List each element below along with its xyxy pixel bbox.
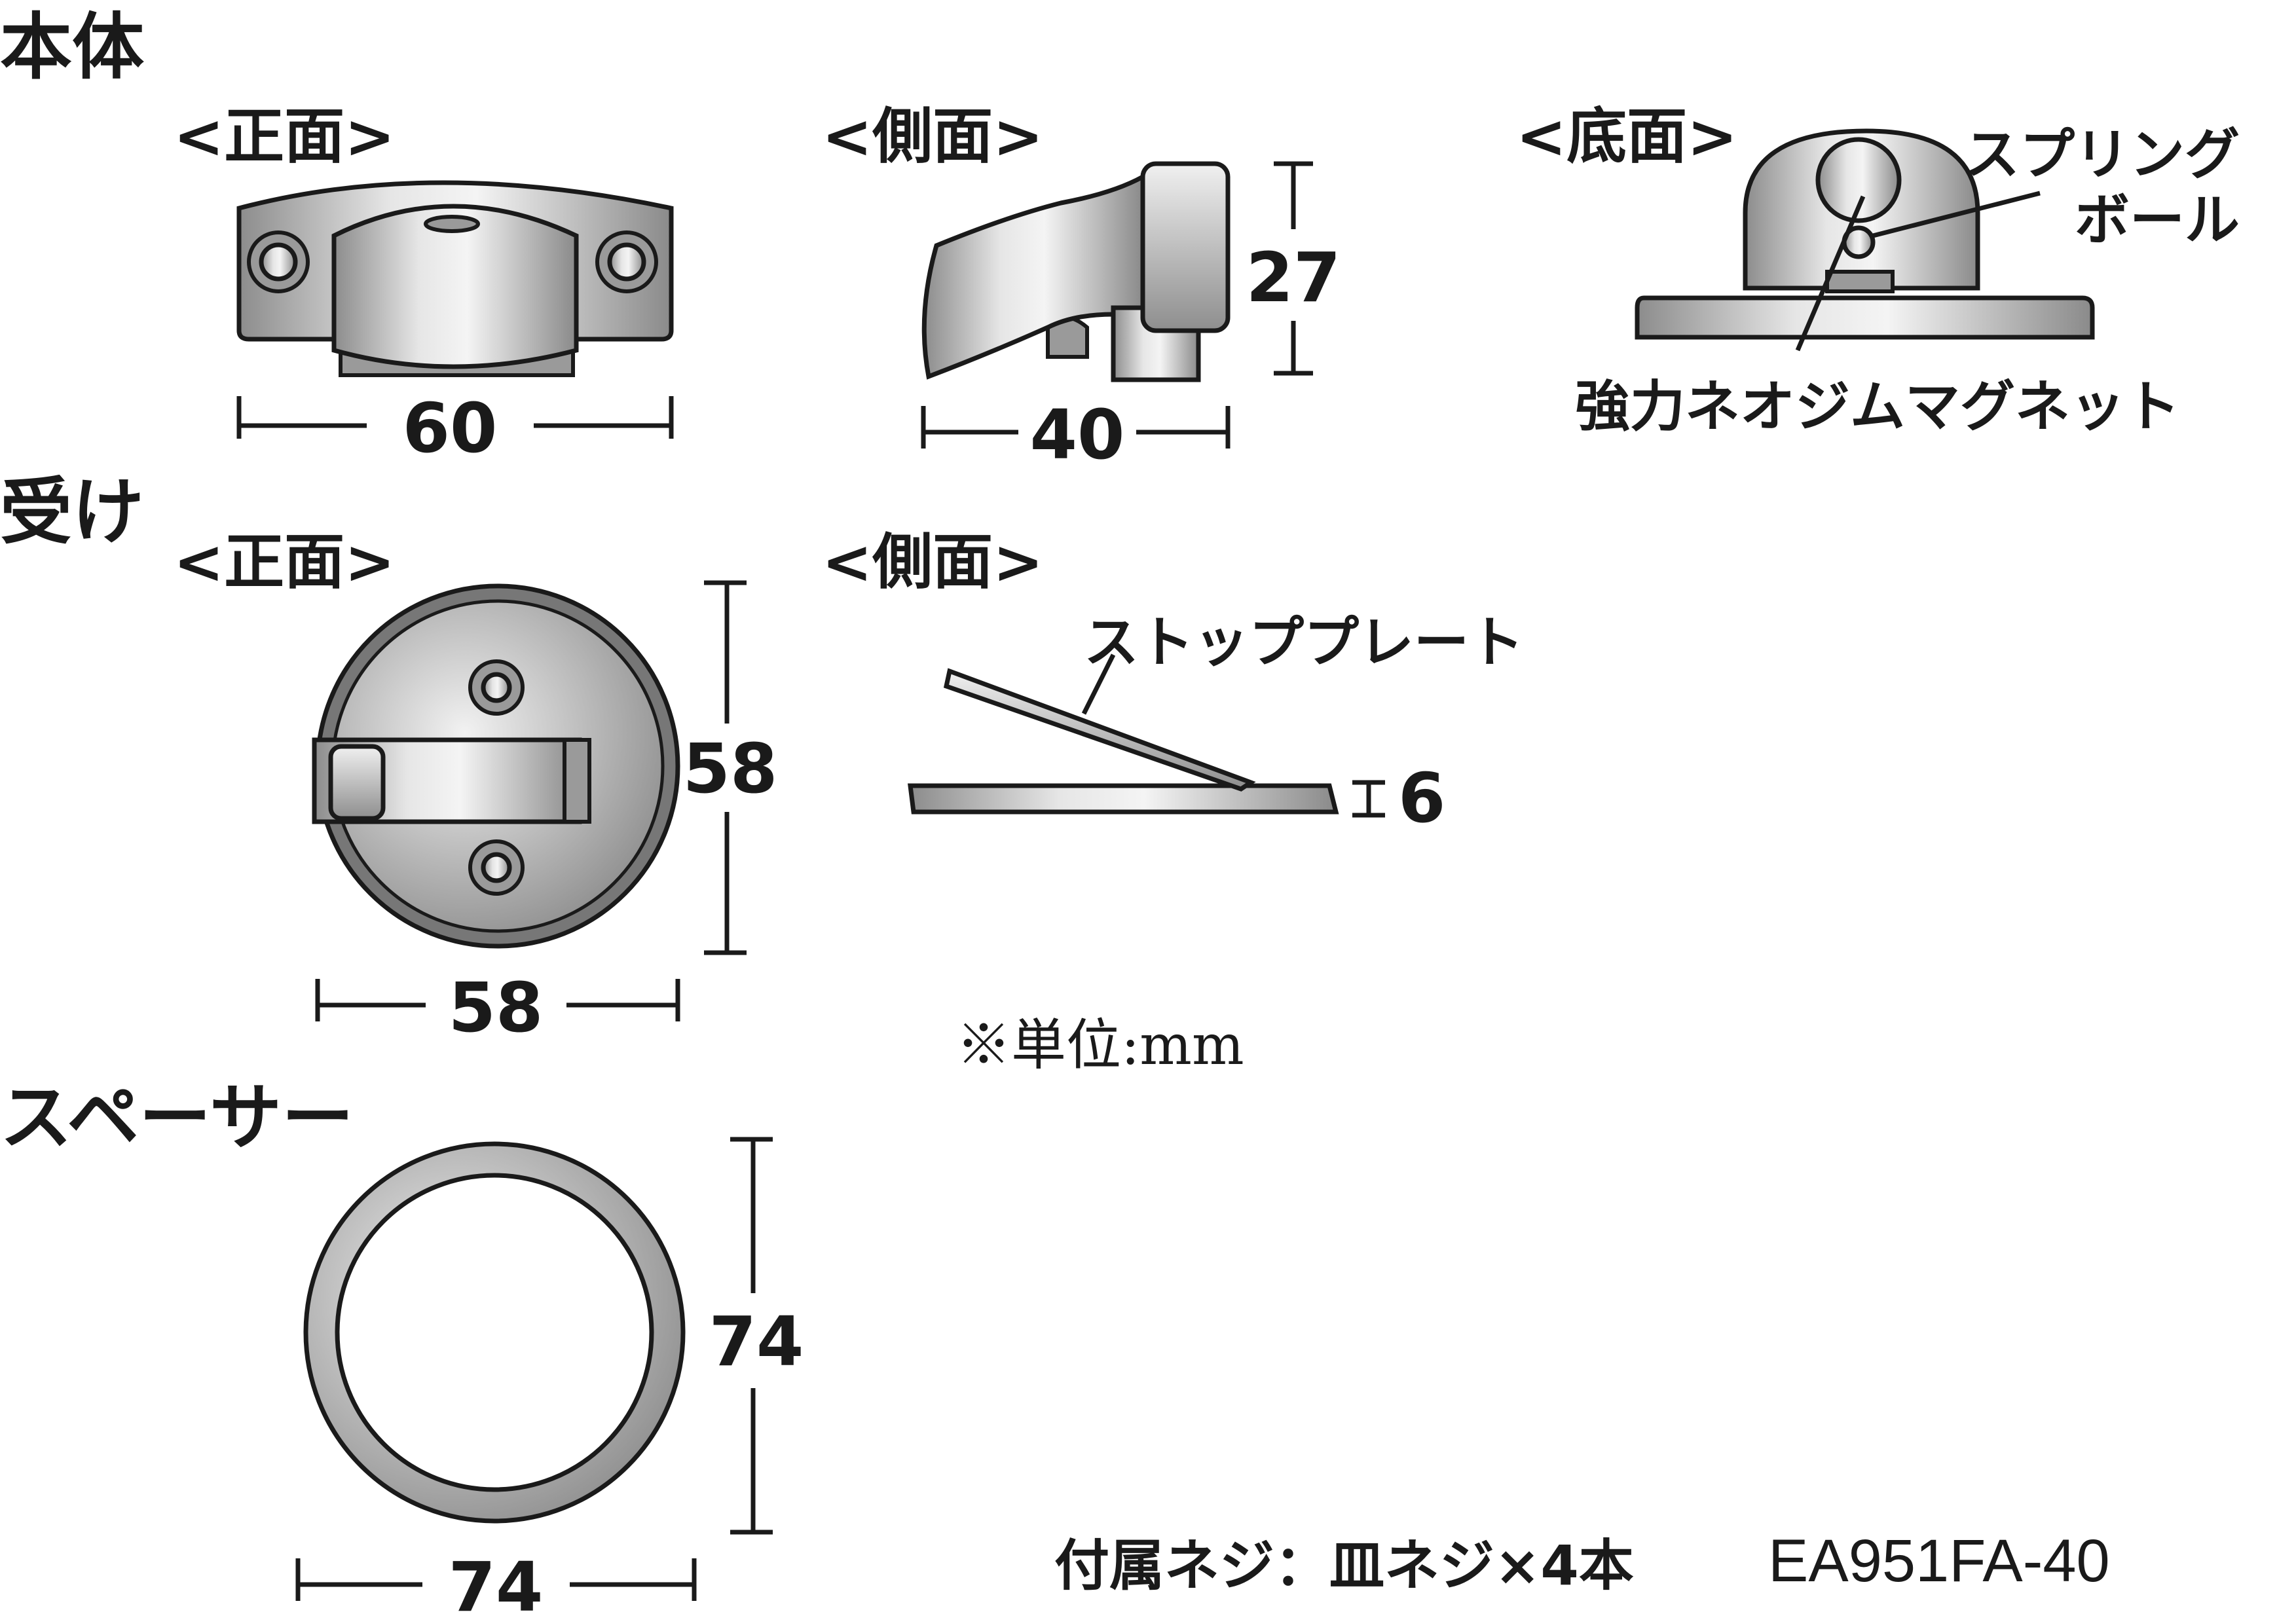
- body-side-width-dimension: [921, 406, 1231, 449]
- view-label-receiver-side: <側面>: [822, 527, 1043, 597]
- model-code: EA951FA-40: [1768, 1528, 2110, 1594]
- dim-receiver-height: 58: [683, 729, 778, 809]
- body-bottom-drawing: [1635, 128, 2095, 352]
- dim-body-side-width: 40: [1030, 395, 1125, 475]
- section-title-spacer: スペーサー: [0, 1076, 354, 1160]
- view-label-body-side: <側面>: [822, 101, 1043, 172]
- plate-thickness-dimension: [1352, 780, 1385, 818]
- dim-spacer-width: 74: [449, 1547, 544, 1614]
- receiver-width-dimension: [315, 979, 680, 1021]
- receiver-side-drawing: [908, 653, 1339, 815]
- body-front-drawing: [236, 180, 674, 377]
- dim-spacer-height: 74: [709, 1302, 804, 1382]
- dim-body-height: 27: [1246, 238, 1341, 318]
- spacer-drawing: [303, 1141, 686, 1524]
- label-stop-plate: ストッププレート: [1084, 610, 1524, 674]
- spacer-width-dimension: [295, 1558, 697, 1601]
- label-spring-ball-line2: ボール: [2075, 188, 2240, 252]
- body-width-dimension: [236, 396, 674, 439]
- dim-plate-thickness: 6: [1398, 758, 1445, 838]
- receiver-height-dimension: [704, 580, 747, 955]
- dim-body-width: 60: [403, 388, 498, 468]
- label-magnet: 強力ネオジムマグネット: [1575, 375, 2180, 439]
- section-title-receiver: 受け: [0, 470, 144, 554]
- receiver-front-drawing: [312, 583, 680, 949]
- accessory-screws-note: 付属ネジ：皿ネジ×4本: [1054, 1533, 1634, 1598]
- view-label-receiver-front: <正面>: [174, 527, 395, 597]
- section-title-body: 本体: [0, 5, 144, 89]
- view-label-body-bottom: <底面>: [1516, 101, 1737, 172]
- body-side-drawing: [921, 161, 1231, 382]
- unit-note: ※単位:mm: [956, 1013, 1244, 1077]
- view-label-body-front: <正面>: [174, 101, 395, 172]
- body-height-dimension: [1274, 161, 1313, 376]
- dim-receiver-width: 58: [449, 968, 544, 1048]
- label-spring-ball-line1: スプリング: [1965, 122, 2240, 187]
- spacer-height-dimension: [730, 1137, 773, 1535]
